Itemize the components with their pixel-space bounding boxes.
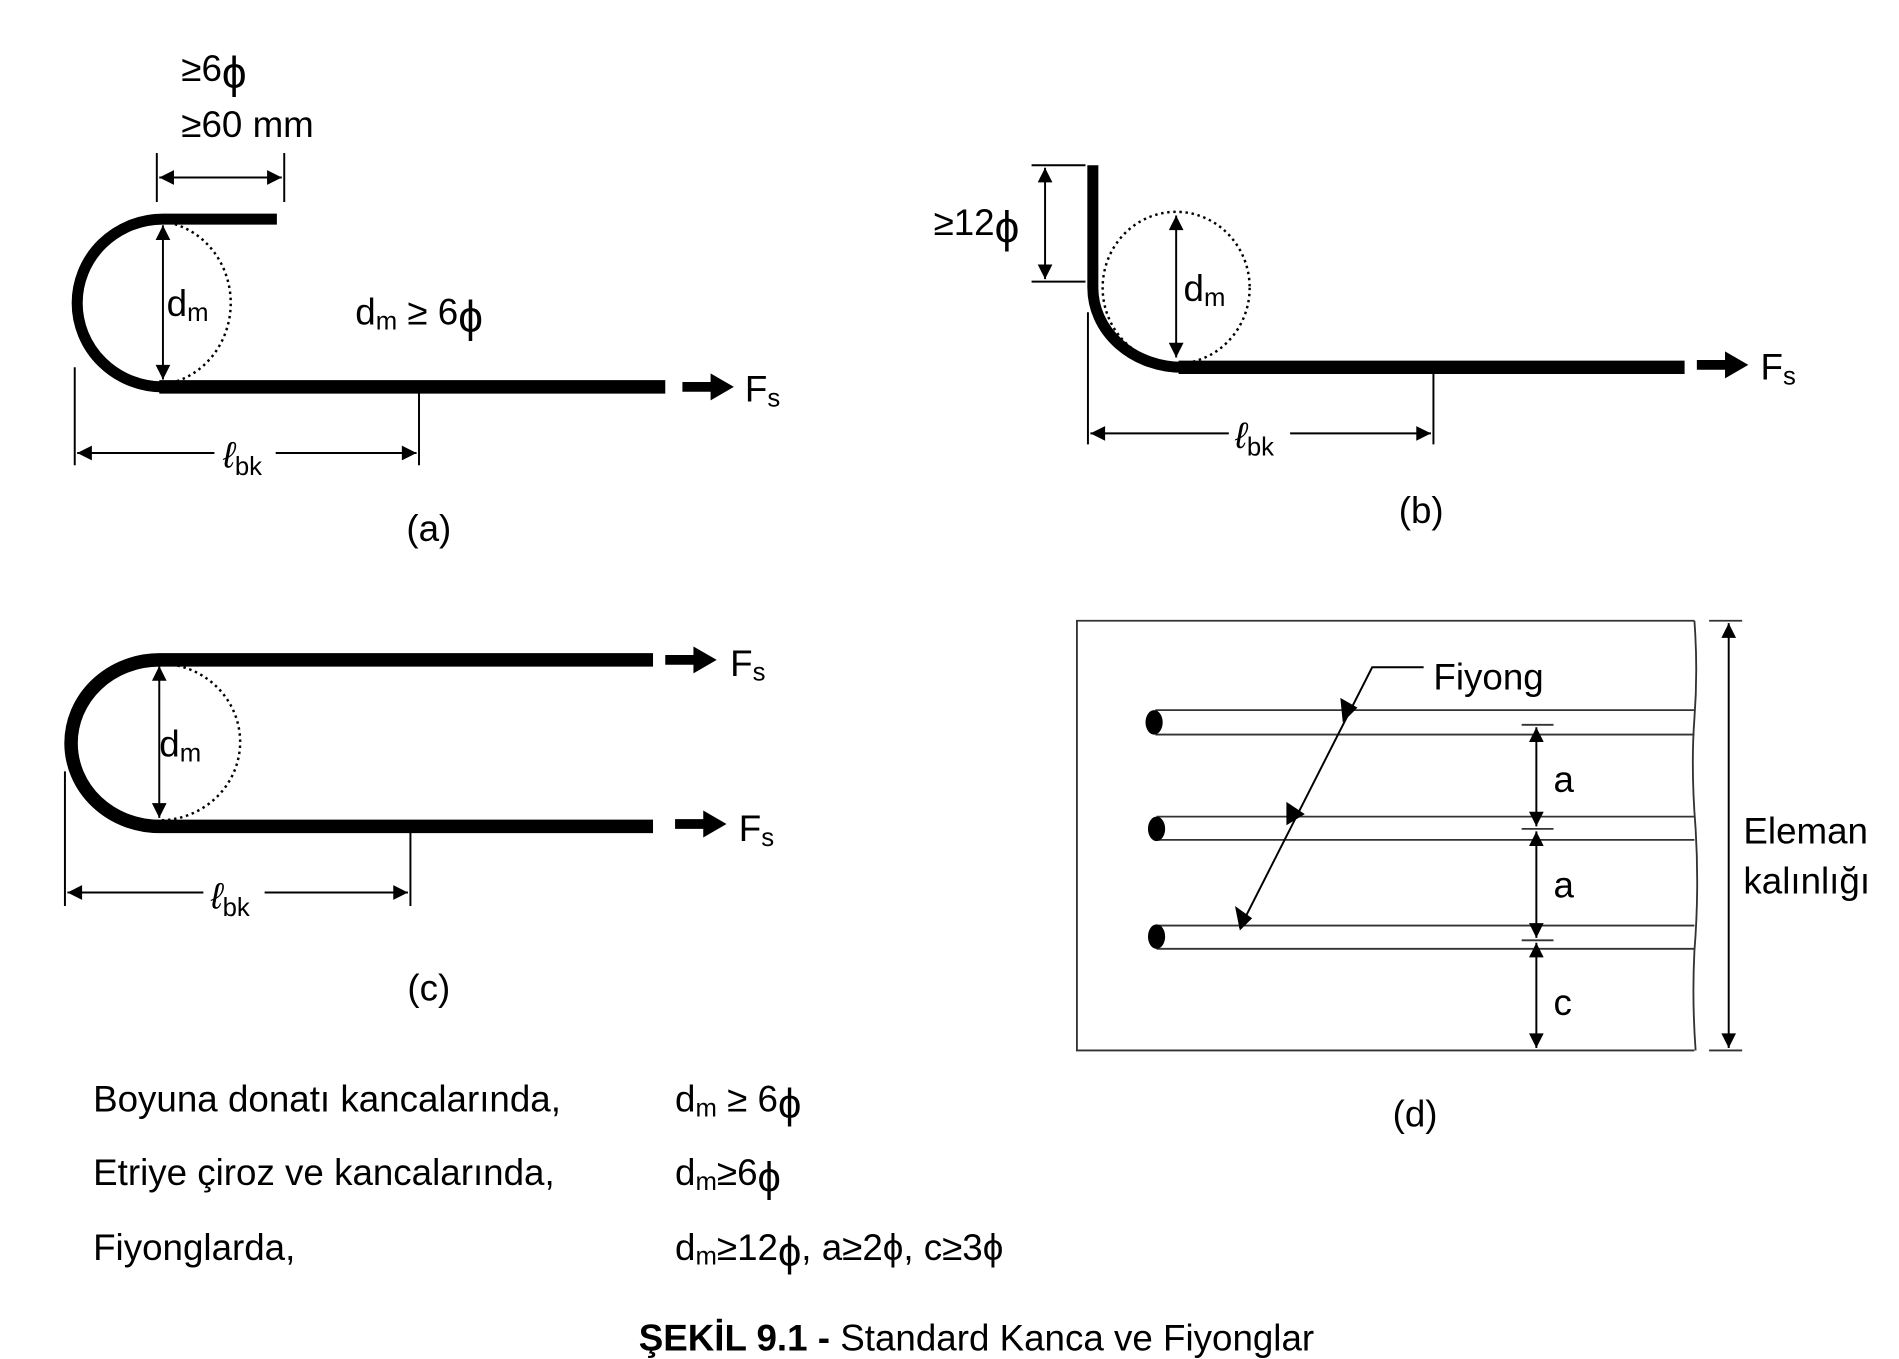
force-arrow-head — [693, 646, 717, 674]
force-arrow-head — [1725, 351, 1749, 379]
dm-label: dm — [1184, 268, 1226, 312]
panel-a-standard-hook-180: dm ≥6ϕ ≥60 mm dm ≥ 6ϕ Fs ℓbk (a) — [71, 48, 780, 549]
cover-c-label: c — [1554, 982, 1572, 1023]
leader-arrow-head — [1286, 801, 1305, 826]
panel-label: (c) — [407, 967, 450, 1008]
thickness-label-2: kalınlığı — [1743, 861, 1870, 902]
bar-1 — [1145, 709, 1695, 736]
panel-label: (a) — [406, 508, 451, 549]
dm-condition: dm ≥ 6ϕ — [355, 291, 483, 341]
rule-value: dm≥6ϕ — [675, 1152, 781, 1200]
bend-diameter-circle — [159, 662, 242, 822]
spacing-a-label: a — [1554, 864, 1575, 905]
force-label: Fs — [745, 369, 780, 413]
dm-label: dm — [159, 724, 201, 768]
rule-label: Fiyonglarda, — [93, 1227, 295, 1268]
rule-label: Etriye çiroz ve kancalarında, — [93, 1152, 555, 1193]
thickness-label-1: Eleman — [1743, 811, 1868, 852]
panel-label: (d) — [1393, 1093, 1438, 1134]
force-label-top: Fs — [730, 643, 765, 687]
bend-diameter-circle — [1101, 210, 1251, 365]
panel-label: (b) — [1399, 490, 1444, 531]
figure-caption: ŞEKİL 9.1 - Standard Kanca ve Fiyonglar — [639, 1317, 1314, 1358]
rule-value: dm ≥ 6ϕ — [675, 1079, 801, 1127]
lbk-label: ℓbk — [210, 875, 250, 921]
bend-diameter-circle — [162, 220, 232, 386]
fiyong-leader — [1238, 666, 1424, 929]
force-arrow-head — [710, 373, 734, 401]
panel-b-standard-hook-90: dm ≥12ϕ Fs ℓbk (b) — [934, 164, 1796, 531]
hook-bar — [71, 213, 277, 393]
fiyong-label: Fiyong — [1433, 656, 1543, 697]
lbk-label: ℓbk — [1234, 415, 1274, 461]
ext-min-mm: ≥60 mm — [181, 104, 313, 145]
bar-3 — [1147, 924, 1695, 950]
hook-bar — [64, 653, 654, 834]
ext-min-phi: ≥6ϕ — [181, 48, 246, 98]
rule-label: Boyuna donatı kancalarında, — [93, 1079, 561, 1120]
force-label-bottom: Fs — [739, 808, 774, 852]
panel-d-bundled-bars: Fiyong a a c Eleman kalınlığı (d) — [1075, 619, 1870, 1134]
rule-value: dm≥12ϕ, a≥2ϕ, c≥3ϕ — [675, 1227, 1003, 1275]
force-arrow-head — [703, 810, 727, 838]
lbk-label: ℓbk — [222, 435, 262, 481]
dm-label: dm — [167, 283, 209, 327]
force-label: Fs — [1761, 347, 1796, 391]
hook-bar — [1087, 165, 1183, 373]
panel-c-hairpin-hook: dm Fs Fs ℓbk (c) — [63, 643, 774, 1008]
rules-list: Boyuna donatı kancalarında, dm ≥ 6ϕ Etri… — [93, 1079, 1003, 1275]
break-line — [1691, 620, 1699, 1051]
leader-arrow-head — [1340, 697, 1358, 723]
leader-arrow-head — [1234, 906, 1253, 931]
ext-min-label: ≥12ϕ — [934, 202, 1020, 252]
spacing-a-label: a — [1554, 759, 1575, 800]
element-outline — [1075, 619, 1695, 1052]
bar-2 — [1147, 815, 1695, 842]
